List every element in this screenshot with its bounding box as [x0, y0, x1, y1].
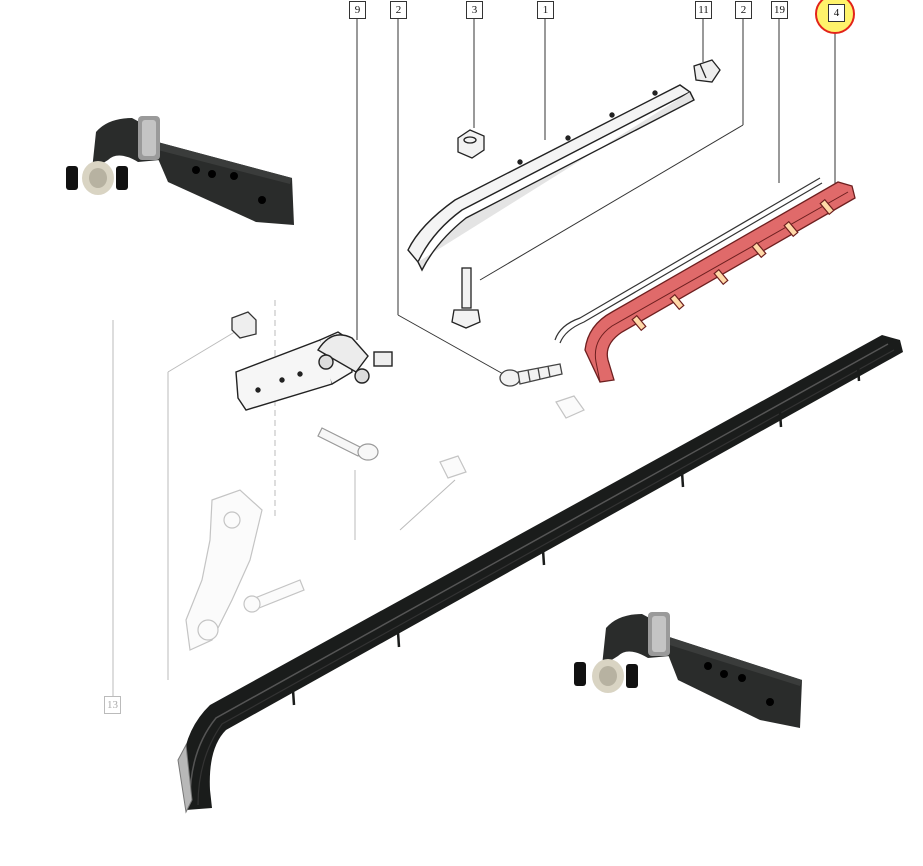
nut-part-3: [457, 129, 485, 159]
seal-wire-part-19: [554, 177, 823, 344]
callout-9: 9: [349, 1, 366, 19]
callout-1: 1: [537, 1, 554, 19]
roller-bracket-photo-top-left: [66, 116, 294, 225]
leader-lines: [356, 18, 836, 376]
callout-13: 13: [104, 696, 121, 714]
rail-mount-tabs: [291, 365, 861, 706]
screw-faint: [317, 427, 379, 461]
lower-rail-part-4-highlighted: [584, 181, 856, 383]
faint-leader-lines: [112, 300, 456, 700]
callout-4-highlighted: 4: [828, 4, 845, 22]
ghost-parts: [185, 395, 585, 651]
callout-2-right: 2: [735, 1, 752, 19]
bolt-upper-rail: [451, 267, 481, 329]
lower-guide-rail-photo: [177, 335, 903, 814]
highlight-ring: 4: [815, 0, 855, 34]
callout-2-upper: 2: [390, 1, 407, 19]
callout-19: 19: [771, 1, 788, 19]
clip-piece: [231, 311, 257, 339]
screw-part-2: [499, 363, 563, 387]
bracket-part-9: [235, 331, 393, 411]
upper-rail-part-1: [407, 84, 695, 272]
roller-bracket-photo-bottom-right: [574, 612, 802, 728]
end-cap-part-11: [693, 59, 721, 83]
callout-11: 11: [695, 1, 712, 19]
callout-3: 3: [466, 1, 483, 19]
rail-studs: [631, 198, 835, 332]
